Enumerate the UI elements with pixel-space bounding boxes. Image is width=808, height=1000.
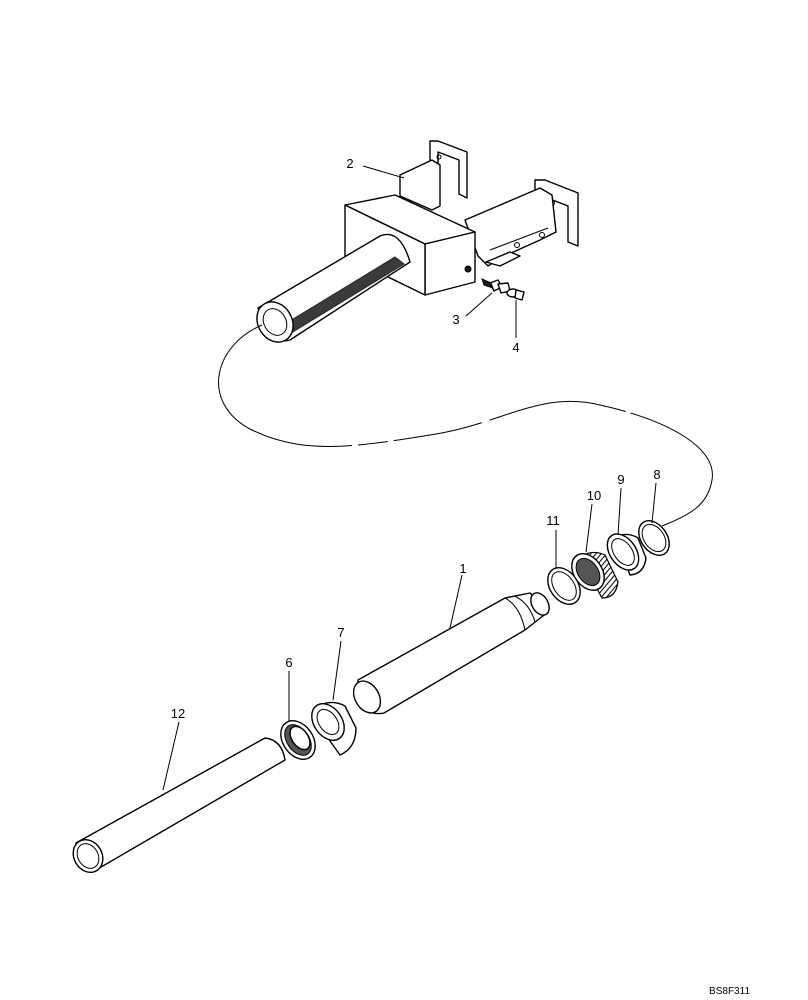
callout-8: 8 [653, 467, 660, 482]
callout-12: 12 [171, 706, 185, 721]
callout-2: 2 [346, 156, 353, 171]
seal-ring [280, 720, 316, 760]
snap-ring [638, 520, 670, 556]
callout-6: 6 [285, 655, 292, 670]
grease-fitting [481, 278, 511, 294]
bushing-rear [606, 533, 647, 576]
callout-10: 10 [587, 488, 601, 503]
callout-3: 3 [452, 312, 459, 327]
assembly-path-line [218, 324, 713, 527]
callout-1: 1 [459, 561, 466, 576]
drawing-code: BS8F311 [709, 986, 750, 997]
pivot-shaft [352, 592, 550, 715]
leader-lines [162, 165, 657, 791]
bushing-front [311, 701, 357, 756]
callout-7: 7 [337, 625, 344, 640]
pivot-frame-assembly [256, 140, 579, 343]
knurled-bearing [571, 551, 619, 599]
callout-4: 4 [512, 340, 519, 355]
outer-tube [72, 737, 286, 874]
grease-fitting-cap [506, 288, 525, 301]
callout-11: 11 [546, 513, 560, 528]
callout-9: 9 [617, 472, 624, 487]
